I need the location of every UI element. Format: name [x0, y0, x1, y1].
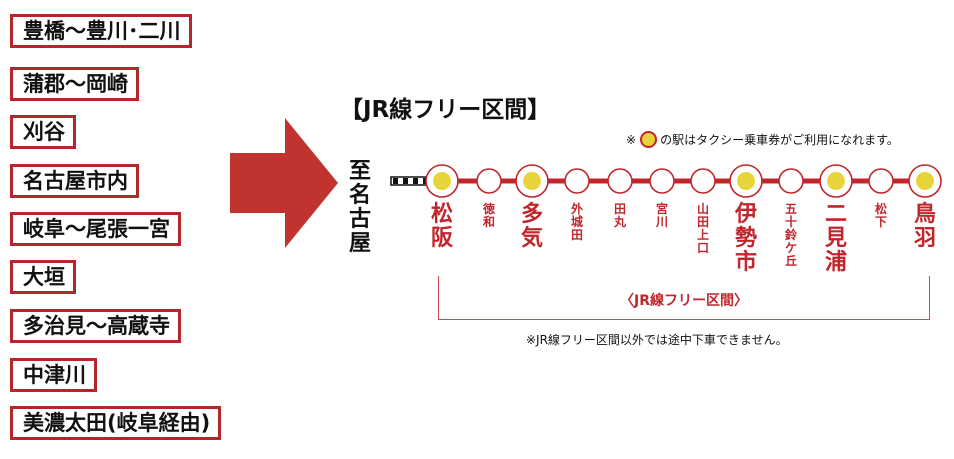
station-marker — [476, 168, 502, 194]
origin-item: 岐阜～尾張一宮 — [10, 212, 181, 246]
origin-item: 刈谷 — [10, 115, 76, 149]
station-name: 山田上口 — [696, 202, 709, 255]
station-marker — [649, 168, 675, 194]
taxi-dot-icon — [640, 131, 658, 148]
station-name: 多気 — [520, 202, 543, 251]
origin-item: 中津川 — [10, 358, 97, 392]
station-name: 鳥羽 — [913, 202, 936, 251]
section-title: 【JR線フリー区間】 — [340, 97, 551, 123]
station-marker — [778, 168, 804, 194]
origin-item: 名古屋市内 — [10, 164, 139, 198]
station-name: 外城田 — [570, 202, 583, 242]
origin-item: 豊橋～豊川･二川 — [10, 14, 192, 48]
taxi-note-text: の駅はタクシー乗車券がご利用になれます。 — [660, 133, 899, 147]
taxi-legend-note: ※ の駅はタクシー乗車券がご利用になれます。 — [626, 131, 899, 148]
approach-track-dash — [413, 178, 418, 184]
origin-item: 蒲郡～岡崎 — [10, 67, 139, 101]
taxi-dot-icon — [523, 172, 541, 190]
station-name: 伊勢市 — [734, 202, 757, 275]
approach-track-dash — [393, 178, 398, 184]
no-stopover-note: ※JR線フリー区間以外では途中下車できません。 — [526, 333, 788, 347]
station-name: 松阪 — [430, 202, 453, 251]
origin-item: 多治見～高蔵寺 — [10, 309, 181, 343]
station-marker — [607, 168, 633, 194]
taxi-dot-icon — [827, 172, 845, 190]
station-name: 宮川 — [655, 202, 668, 229]
approach-track-dash — [403, 178, 408, 184]
right-arrow-icon — [230, 118, 338, 248]
station-name: 徳和 — [482, 202, 495, 229]
station-marker — [868, 168, 894, 194]
taxi-dot-icon — [916, 172, 934, 190]
note-mark: ※ — [626, 132, 637, 147]
free-section-bracket: 〈JR線フリー区間〉 — [438, 276, 930, 320]
station-marker — [564, 168, 590, 194]
station-marker — [690, 168, 716, 194]
taxi-dot-icon — [737, 172, 755, 190]
destination-label: 至名古屋 — [348, 159, 371, 256]
taxi-dot-icon — [433, 172, 451, 190]
station-name: 二見浦 — [824, 202, 847, 275]
station-name: 五十鈴ケ丘 — [784, 202, 797, 268]
free-section-label: 〈JR線フリー区間〉 — [616, 293, 752, 309]
station-name: 松下 — [874, 202, 887, 229]
origin-item: 美濃太田(岐阜経由) — [10, 406, 222, 440]
origin-item: 大垣 — [10, 260, 76, 294]
station-name: 田丸 — [613, 202, 626, 229]
